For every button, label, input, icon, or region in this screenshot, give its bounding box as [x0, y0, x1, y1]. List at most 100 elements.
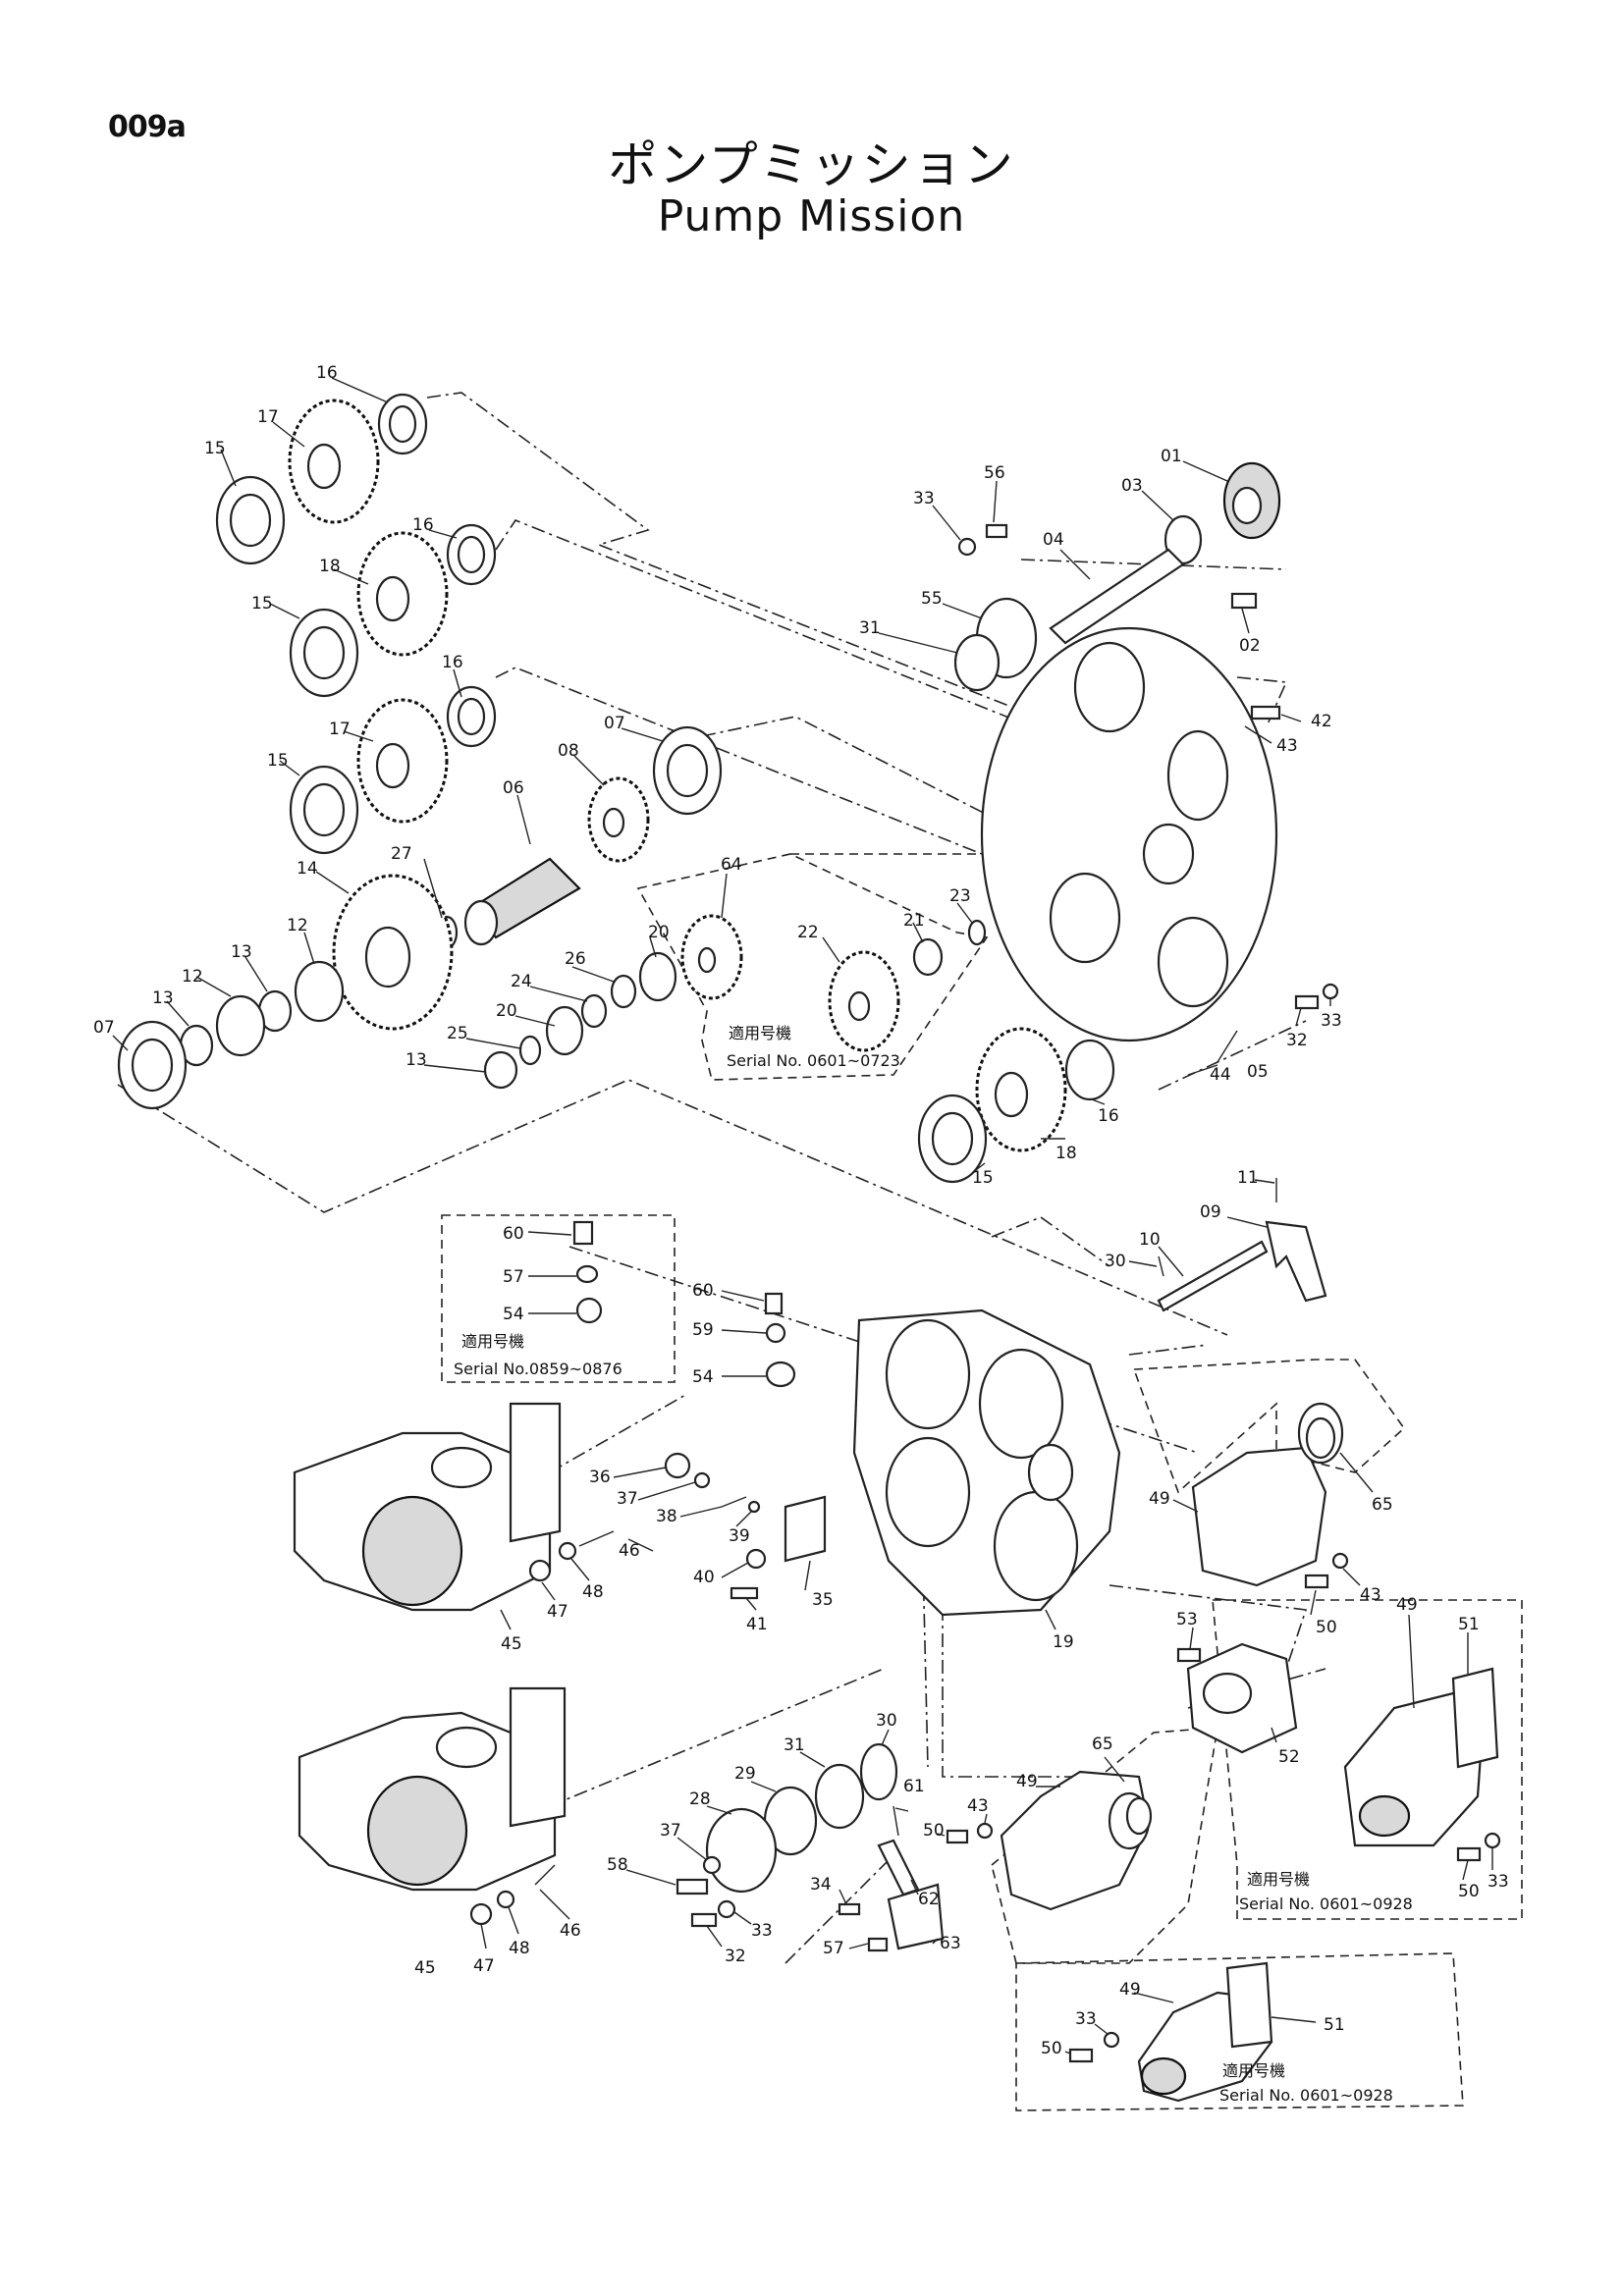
- seal-65-b: [1125, 1796, 1153, 1836]
- part-label: 27: [391, 844, 412, 864]
- part-label: 13: [231, 942, 252, 962]
- bearing-15-d: [917, 1094, 988, 1184]
- part-label: 41: [746, 1615, 768, 1634]
- fork-09: [1265, 1220, 1327, 1303]
- washer-37-a: [693, 1471, 711, 1489]
- gear-22: [828, 950, 900, 1052]
- elbow-54-b: [765, 1361, 796, 1388]
- bolt-42: [1250, 705, 1281, 721]
- part-label: 11: [1237, 1168, 1259, 1188]
- part-label: 48: [582, 1582, 604, 1602]
- page-code: 009a: [108, 110, 187, 144]
- ring-25: [518, 1035, 542, 1066]
- part-label: 37: [617, 1489, 638, 1509]
- housing-05: [980, 626, 1339, 1076]
- part-label: 51: [1324, 2015, 1345, 2035]
- gear-17-b: [356, 698, 449, 824]
- part-label: 45: [501, 1634, 522, 1654]
- part-label: 17: [329, 720, 351, 739]
- dashed-group-boxes: [441, 853, 1523, 2111]
- leader-lines: [112, 377, 1493, 2055]
- part-label: 37: [660, 1821, 681, 1841]
- part-label: 50: [1316, 1618, 1337, 1637]
- bolt-50-c: [946, 1829, 969, 1844]
- shaft-06: [463, 857, 581, 946]
- part-label: 29: [734, 1764, 756, 1784]
- plug-60-b: [764, 1292, 784, 1315]
- main-pump-45-a: [293, 1402, 615, 1612]
- part-label: 02: [1239, 636, 1261, 656]
- gear-pump-49-51-d: [1068, 1961, 1273, 2103]
- seal-31-a: [953, 633, 1001, 692]
- part-label: 50: [1041, 2039, 1062, 2058]
- part-label: 39: [729, 1526, 750, 1546]
- part-label: 07: [93, 1018, 115, 1038]
- part-label: 15: [251, 594, 273, 614]
- part-label: 21: [903, 911, 925, 931]
- ring-26: [610, 974, 637, 1009]
- pump-52: [1176, 1642, 1298, 1754]
- main-pump-45-b: [298, 1686, 567, 1926]
- part-label: 49: [1119, 1980, 1141, 2000]
- part-label: 55: [921, 589, 943, 609]
- part-label: 08: [558, 741, 579, 761]
- seal-40: [745, 1548, 767, 1570]
- part-label: 43: [1360, 1585, 1381, 1605]
- seal-65-a: [1305, 1416, 1336, 1460]
- note-label: 適用号機: [1247, 1870, 1310, 1889]
- bearing-20-a: [638, 951, 677, 1002]
- note-serial: Serial No. 0601~0723: [727, 1051, 900, 1070]
- part-label: 35: [812, 1590, 834, 1610]
- part-label: 65: [1092, 1735, 1113, 1754]
- housing-19: [852, 1308, 1121, 1617]
- gear-18-a: [356, 531, 449, 657]
- part-label: 28: [689, 1789, 711, 1809]
- part-label: 18: [319, 557, 341, 576]
- washer-33-a: [957, 537, 977, 557]
- bolt-02: [1230, 592, 1258, 610]
- washer-57-a: [575, 1264, 599, 1284]
- bolt-56: [985, 523, 1008, 539]
- part-label: 01: [1161, 447, 1182, 466]
- part-label: 09: [1200, 1202, 1221, 1222]
- part-label: 61: [903, 1777, 925, 1796]
- part-label: 47: [473, 1956, 495, 1976]
- bolt-32-b: [690, 1912, 718, 1928]
- lower-gear-set: [917, 1027, 1115, 1184]
- part-label: 46: [619, 1541, 640, 1561]
- applicability-notes: 適用号機 Serial No. 0601~0723 適用号機 Serial No…: [454, 1024, 1413, 2105]
- part-label: 49: [1149, 1489, 1170, 1509]
- note-serial: Serial No.0859~0876: [454, 1360, 622, 1378]
- part-label: 13: [152, 988, 174, 1008]
- part-label: 52: [1278, 1747, 1300, 1767]
- part-label: 63: [940, 1934, 961, 1953]
- pin-61: [893, 1805, 899, 1837]
- part-label: 33: [913, 489, 935, 508]
- part-label: 33: [751, 1921, 773, 1941]
- gear-pump-49-c: [1000, 1770, 1153, 1911]
- part-label: 33: [1075, 2009, 1097, 2029]
- part-label: 19: [1053, 1632, 1074, 1652]
- part-label: 30: [1105, 1252, 1126, 1271]
- part-label: 50: [1458, 1882, 1480, 1901]
- rod-10: [1157, 1240, 1269, 1312]
- part-label: 62: [918, 1890, 940, 1909]
- gear-bearing-stack: [117, 393, 987, 1110]
- part-label: 20: [648, 923, 670, 942]
- gear-14: [332, 874, 454, 1031]
- fitting-59: [765, 1322, 786, 1344]
- pin-30-a: [1158, 1255, 1164, 1277]
- part-label: 12: [287, 916, 308, 935]
- part-label: 24: [511, 972, 532, 991]
- part-label: 13: [406, 1050, 427, 1070]
- part-label: 46: [560, 1921, 581, 1941]
- bolt-32-a: [1294, 994, 1320, 1010]
- input-shaft-assembly: [953, 461, 1281, 730]
- part-label: 50: [923, 1821, 945, 1841]
- part-label: 25: [447, 1024, 468, 1043]
- part-label: 54: [692, 1367, 714, 1387]
- part-label: 45: [414, 1958, 436, 1978]
- pin-44: [1187, 1064, 1218, 1076]
- bolt-57-b: [867, 1937, 889, 1952]
